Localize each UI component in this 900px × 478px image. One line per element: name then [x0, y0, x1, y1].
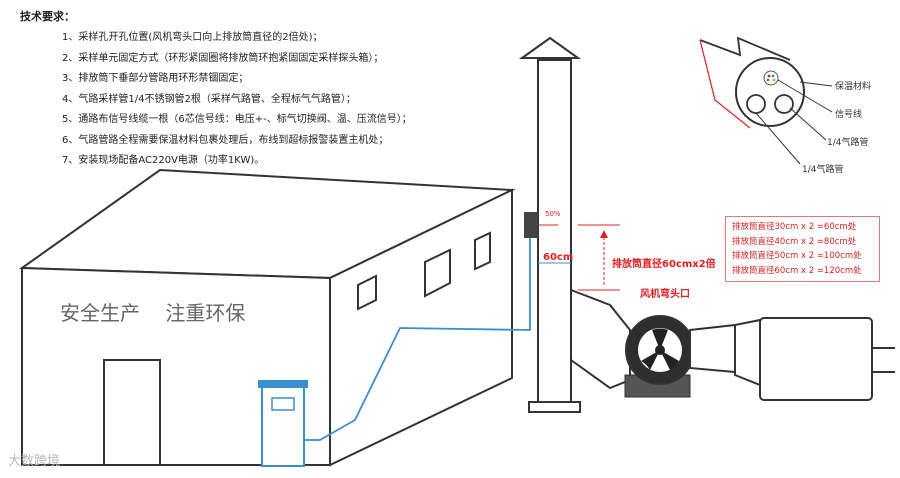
sampling-box: [524, 212, 538, 238]
calc-line: 排放筒直径30cm x 2 =60cm处: [732, 222, 857, 232]
exhaust-stack: [518, 36, 582, 413]
stack-body: [537, 59, 572, 403]
requirement-item: 4、气路采样管1/4不锈钢管2根（采样气路管、全程标气气路管）；: [62, 93, 356, 105]
requirement-item: 6、气路管路全程需要保温材料包裹处理后，布线到超标报警装置主机处；: [62, 134, 389, 146]
fan-blade-2: [641, 350, 660, 370]
fan-blade-1: [652, 328, 668, 350]
exhaust-duct: [570, 288, 631, 390]
insulation-ring: [735, 57, 805, 127]
fan: [624, 315, 736, 398]
window-2: [424, 248, 451, 298]
label-gas-tube-2: 1/4气路管: [802, 163, 844, 175]
height-arrow-icon: [600, 230, 608, 238]
requirement-item: 5、通路布信号线缆一根（6芯信号线：电压+-、标气切换阀、温、压流信号）；: [62, 114, 412, 125]
label-gas-tube-1: 1/4气路管: [827, 136, 869, 148]
stack-base: [528, 401, 581, 413]
gas-tube-1-icon: [746, 94, 766, 114]
calc-line: 排放筒直径50cm x 2 =100cm处: [732, 251, 862, 261]
window-1: [357, 274, 377, 311]
requirement-item: 2、采样单元固定方式（环形紧固圈将排放筒环抱紧固固定采样探头箱）；: [62, 52, 384, 64]
watermark: 大数跨境: [8, 454, 61, 469]
label-insulation: 保温材料: [835, 80, 871, 92]
building-door: [103, 359, 161, 466]
sampling-box-label: 50%: [545, 210, 561, 218]
signal-cable: [304, 238, 531, 441]
calc-line: 排放筒直径40cm x 2 =80cm处: [732, 236, 857, 247]
diameter-label: 60cm: [543, 252, 573, 263]
window-3: [474, 231, 491, 271]
leader-signal: [777, 79, 833, 113]
leader-tube-1: [789, 107, 827, 141]
cable-cross-section: [699, 36, 833, 165]
alarm-host-cabinet: [258, 380, 308, 467]
calc-line: 排放筒直径60cm x 2 =120cm处: [732, 265, 862, 276]
height-label: 排放筒直径60cmx2倍: [612, 257, 716, 270]
leader-tube-2: [755, 112, 801, 165]
fan-blade-3: [660, 350, 679, 370]
technical-requirements: 技术要求： 1、采样孔开孔位置(风机弯头口向上排放筒直径的2倍处)； 2、采样单…: [20, 8, 412, 172]
building-slogan: 安全生产 注重环保: [60, 301, 245, 325]
signal-wire-icon: [763, 70, 779, 86]
diameter-calc-box: 排放筒直径30cm x 2 =60cm处 排放筒直径40cm x 2 =80cm…: [725, 216, 880, 282]
stack-cap: [518, 36, 582, 59]
gas-tube-2-icon: [774, 94, 794, 114]
requirements-title: 技术要求：: [20, 10, 75, 23]
requirement-item: 3、排放筒下垂部分管路用环形禁锢固定；: [62, 73, 249, 84]
label-signal-wire: 信号线: [835, 108, 862, 120]
treatment-unit: [734, 317, 895, 401]
leader-insulation: [799, 81, 833, 87]
requirement-item: 7、安装现场配备AC220V电源（功率1KW)。: [62, 155, 265, 166]
requirement-item: 1、采样孔开孔位置(风机弯头口向上排放筒直径的2倍处)；: [62, 32, 323, 43]
elbow-label: 风机弯头口: [640, 287, 690, 300]
fan-outlet: [689, 323, 736, 374]
